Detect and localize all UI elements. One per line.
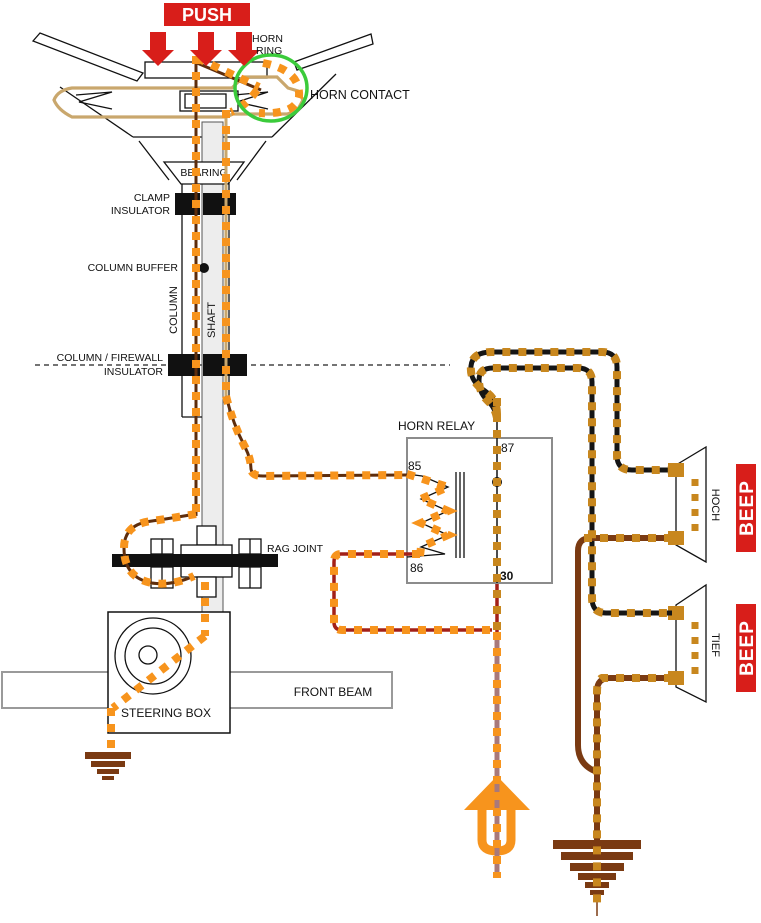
horn-ring xyxy=(52,75,305,119)
horn-high-label: HOCH xyxy=(709,489,721,521)
clamp-label-2: INSULATOR xyxy=(111,205,171,217)
front-beam-label: FRONT BEAM xyxy=(294,685,372,699)
terminal-86: 86 xyxy=(410,561,424,575)
rag-joint-label: RAG JOINT xyxy=(267,543,324,555)
push-arrow-2 xyxy=(190,32,222,66)
column-buffer-label: COLUMN BUFFER xyxy=(88,262,179,274)
wheel-left-spoke xyxy=(31,32,145,82)
beep-tag-high: BEEP xyxy=(736,464,758,552)
clamp-insulator: CLAMP INSULATOR xyxy=(111,192,236,217)
push-indicator: PUSH xyxy=(142,3,260,66)
terminal-85: 85 xyxy=(408,459,422,473)
beep-high-label: BEEP xyxy=(737,480,758,536)
steering-box-label: STEERING BOX xyxy=(121,706,211,720)
push-arrow-1 xyxy=(142,32,174,66)
hub-cone xyxy=(138,140,267,181)
beep-low-label: BEEP xyxy=(737,620,758,676)
left-spring xyxy=(75,91,113,110)
terminal-87: 87 xyxy=(501,441,515,455)
column-label: COLUMN xyxy=(168,286,180,334)
steering-box: STEERING BOX xyxy=(107,611,231,734)
horn-contact-label: HORN CONTACT xyxy=(310,88,410,102)
steering-wheel xyxy=(31,32,374,181)
clamp-label-1: CLAMP xyxy=(134,192,170,204)
push-arrow-3 xyxy=(228,32,260,66)
horn-ring-label-2: RING xyxy=(256,45,282,57)
horn-high: HOCH xyxy=(668,445,721,564)
column-buffer-dot xyxy=(199,263,209,273)
rag-joint-disc xyxy=(112,554,278,567)
relay-core xyxy=(455,472,465,558)
ground-left xyxy=(85,752,131,780)
firewall-insulator: COLUMN / FIREWALL INSULATOR xyxy=(57,352,247,378)
wire-to-85 xyxy=(224,395,408,478)
firewall-label-1: COLUMN / FIREWALL xyxy=(57,352,164,364)
wire-87-to-high-horn xyxy=(468,349,672,473)
low-horn-ground-wire xyxy=(594,675,672,840)
horn-low-label: TIEF xyxy=(709,633,721,657)
firewall-label-2: INSULATOR xyxy=(104,366,164,378)
beep-tag-low: BEEP xyxy=(736,604,758,692)
wheel-right-spoke xyxy=(293,33,374,71)
horn-relay: HORN RELAY 85 86 87 30 xyxy=(398,398,553,584)
shaft-label: SHAFT xyxy=(206,302,218,338)
horn-ring-label-1: HORN xyxy=(252,33,283,45)
push-label: PUSH xyxy=(182,5,232,25)
horn-relay-label: HORN RELAY xyxy=(398,419,475,433)
current-path-overlays xyxy=(107,54,699,908)
horn-contact-highlight-circle xyxy=(233,53,309,123)
horn-low-terminal-top xyxy=(668,606,684,620)
bearing-label: BEARING xyxy=(180,167,227,179)
terminal-30: 30 xyxy=(500,569,514,583)
